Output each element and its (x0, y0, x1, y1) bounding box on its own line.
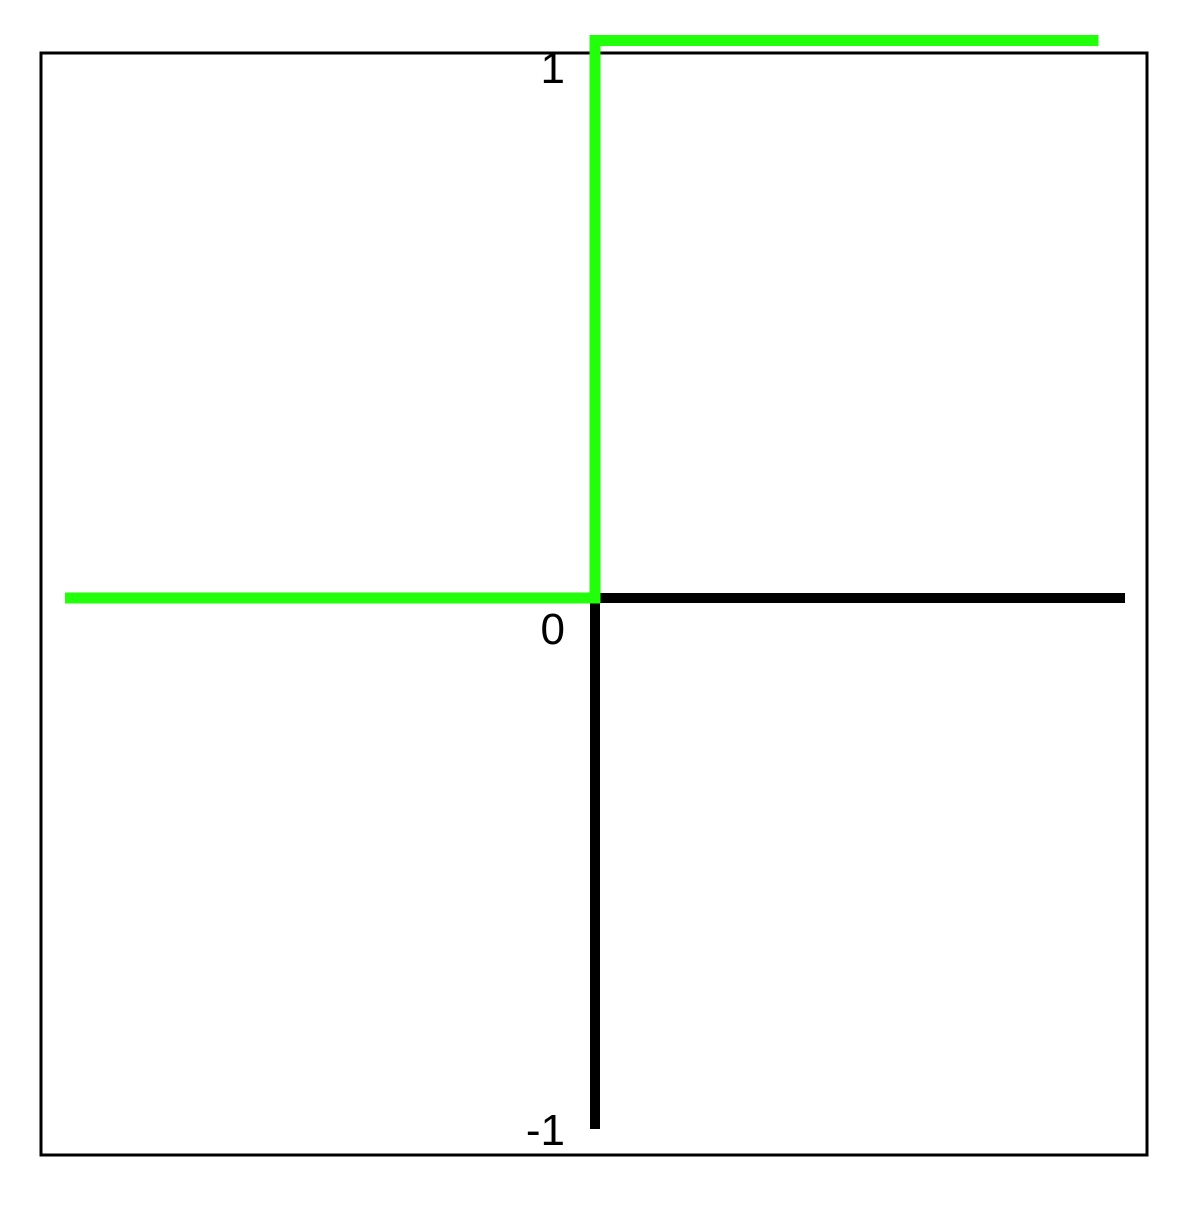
y-tick-label: 0 (541, 605, 565, 654)
series-line-0 (65, 34, 1099, 604)
y-tick-label: 1 (541, 44, 565, 93)
series-layer (65, 34, 1099, 604)
y-tick-labels: 1 0 -1 (526, 44, 565, 1155)
y-tick-label: -1 (526, 1106, 565, 1155)
